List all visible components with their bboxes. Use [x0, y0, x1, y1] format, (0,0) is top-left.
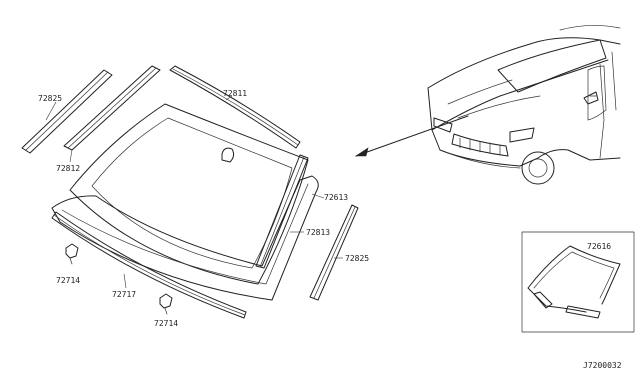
molding-72825-right[interactable]	[309, 204, 359, 301]
molding-72812[interactable]	[63, 65, 161, 151]
molding-72717[interactable]	[51, 211, 247, 319]
label-72812: 72812	[56, 164, 80, 173]
label-72616: 72616	[587, 242, 611, 251]
seal-72616[interactable]	[527, 245, 621, 319]
inset-72616	[521, 231, 635, 333]
diagram-code: J7200032	[583, 361, 622, 370]
mirror-mount	[221, 147, 235, 163]
molding-72811[interactable]	[169, 65, 301, 149]
leader-lines	[45, 95, 343, 289]
car-illustration	[427, 25, 621, 185]
clip-72714-left[interactable]	[65, 243, 79, 265]
label-72825-left: 72825	[38, 94, 62, 103]
clip-72714-bottom[interactable]	[159, 293, 173, 315]
seal-72613[interactable]	[51, 175, 319, 301]
molding-72813[interactable]	[255, 154, 309, 269]
label-72714-left: 72714	[56, 276, 80, 285]
label-72813: 72813	[306, 228, 330, 237]
windshield-glass[interactable]	[69, 103, 309, 285]
label-72811: 72811	[223, 89, 247, 98]
reference-arrow	[355, 115, 469, 157]
molding-72825-left[interactable]	[21, 69, 113, 154]
label-72717: 72717	[112, 290, 136, 299]
label-72825-right: 72825	[345, 254, 369, 263]
label-72714-bottom: 72714	[154, 319, 178, 328]
label-72613: 72613	[324, 193, 348, 202]
